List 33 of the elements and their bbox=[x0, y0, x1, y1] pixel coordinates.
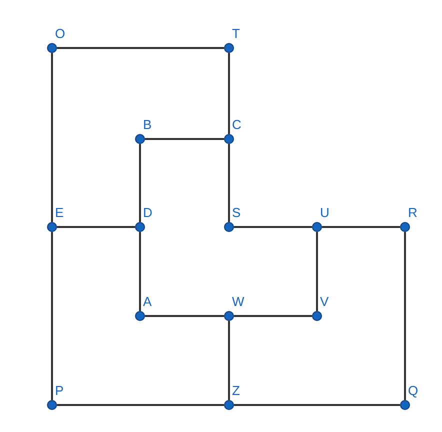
line-segment bbox=[234, 404, 400, 406]
point-label: A bbox=[143, 294, 152, 309]
line-segment bbox=[316, 232, 318, 311]
line-segment bbox=[228, 144, 230, 222]
line-segment bbox=[234, 315, 312, 317]
point-label: C bbox=[232, 117, 242, 132]
point-label: W bbox=[232, 294, 244, 309]
line-segment bbox=[228, 53, 230, 134]
point-label: E bbox=[55, 205, 64, 220]
line-segment bbox=[51, 53, 53, 222]
point-label: S bbox=[232, 205, 241, 220]
line-segment bbox=[139, 232, 141, 311]
line-segment bbox=[145, 315, 224, 317]
line-segment bbox=[145, 138, 224, 140]
line-segment bbox=[57, 47, 224, 49]
line-segment bbox=[228, 321, 230, 400]
point-label: V bbox=[320, 294, 329, 309]
point-label: U bbox=[320, 205, 330, 220]
line-segment bbox=[234, 226, 312, 228]
line-segment bbox=[139, 144, 141, 222]
point-label: Z bbox=[232, 383, 240, 398]
line-segment bbox=[404, 232, 406, 400]
point-label: D bbox=[143, 205, 152, 220]
point-label: T bbox=[232, 26, 240, 41]
line-segment bbox=[57, 404, 224, 406]
line-segment bbox=[322, 226, 400, 228]
line-segment bbox=[51, 232, 53, 400]
line-segment bbox=[57, 226, 135, 228]
point-label: O bbox=[55, 26, 66, 41]
point-label: P bbox=[55, 383, 64, 398]
point-label: R bbox=[408, 205, 418, 220]
point-label: Q bbox=[408, 383, 418, 398]
point-label: B bbox=[143, 117, 152, 132]
